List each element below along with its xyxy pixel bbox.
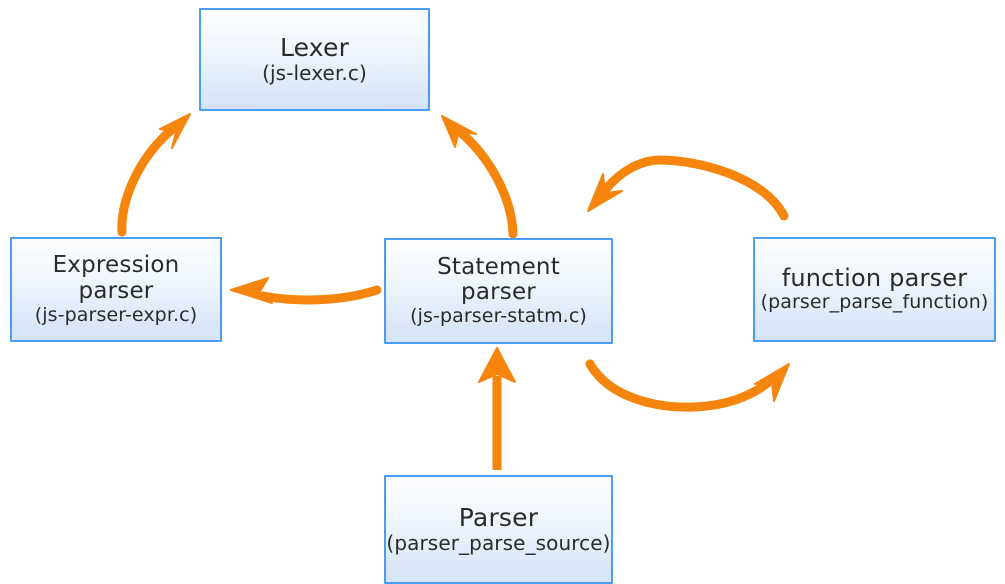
node-parser[interactable]: Parser (parser_parse_source) <box>384 475 613 584</box>
node-statement-parser-title-line2: parser <box>461 279 536 306</box>
node-lexer-subtitle: (js-lexer.c) <box>262 61 367 86</box>
edge-statement-to-expression <box>230 277 382 305</box>
node-function-parser[interactable]: function parser (parser_parse_function) <box>753 237 996 342</box>
node-statement-parser[interactable]: Statement parser (js-parser-statm.c) <box>384 238 613 344</box>
node-lexer[interactable]: Lexer (js-lexer.c) <box>199 8 430 111</box>
node-function-parser-title: function parser <box>781 264 968 293</box>
node-expression-parser-title-line2: parser <box>78 277 154 304</box>
node-expression-parser[interactable]: Expression parser (js-parser-expr.c) <box>10 237 222 342</box>
edge-function-to-statement <box>587 155 789 221</box>
edge-statement-to-lexer <box>441 115 518 239</box>
node-parser-title: Parser <box>458 503 539 533</box>
node-expression-parser-subtitle: (js-parser-expr.c) <box>34 303 198 326</box>
edge-statement-to-function <box>585 359 790 412</box>
edge-expression-to-lexer <box>117 113 191 237</box>
edge-parser-to-statement <box>478 347 516 470</box>
node-lexer-title: Lexer <box>279 33 350 63</box>
node-function-parser-subtitle: (parser_parse_function) <box>760 291 989 314</box>
node-statement-parser-subtitle: (js-parser-statm.c) <box>410 305 587 328</box>
node-expression-parser-title-line1: Expression <box>52 252 180 279</box>
node-parser-subtitle: (parser_parse_source) <box>386 531 611 556</box>
node-statement-parser-title-line1: Statement <box>437 253 560 280</box>
